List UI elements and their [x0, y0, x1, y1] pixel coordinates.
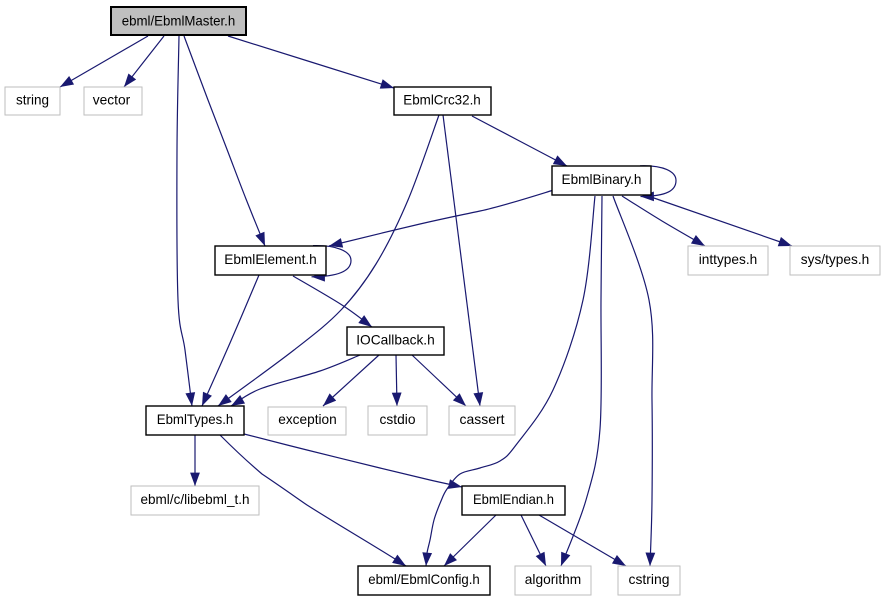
- svg-text:EbmlCrc32.h: EbmlCrc32.h: [403, 92, 481, 108]
- svg-text:EbmlTypes.h: EbmlTypes.h: [157, 411, 234, 427]
- svg-text:cassert: cassert: [460, 411, 505, 427]
- svg-text:algorithm: algorithm: [525, 571, 582, 587]
- svg-text:EbmlElement.h: EbmlElement.h: [224, 251, 317, 267]
- svg-text:cstdio: cstdio: [380, 411, 416, 427]
- svg-text:sys/types.h: sys/types.h: [801, 251, 870, 267]
- svg-text:string: string: [16, 92, 49, 108]
- svg-text:EbmlEndian.h: EbmlEndian.h: [473, 491, 554, 507]
- svg-text:ebml/EbmlConfig.h: ebml/EbmlConfig.h: [368, 571, 480, 587]
- svg-text:cstring: cstring: [629, 571, 670, 587]
- svg-text:exception: exception: [278, 411, 337, 427]
- svg-text:EbmlBinary.h: EbmlBinary.h: [562, 171, 642, 187]
- svg-text:ebml/EbmlMaster.h: ebml/EbmlMaster.h: [122, 13, 236, 29]
- svg-text:vector: vector: [93, 92, 131, 108]
- svg-text:inttypes.h: inttypes.h: [699, 251, 758, 267]
- svg-text:IOCallback.h: IOCallback.h: [356, 332, 435, 348]
- svg-text:ebml/c/libebml_t.h: ebml/c/libebml_t.h: [141, 491, 250, 507]
